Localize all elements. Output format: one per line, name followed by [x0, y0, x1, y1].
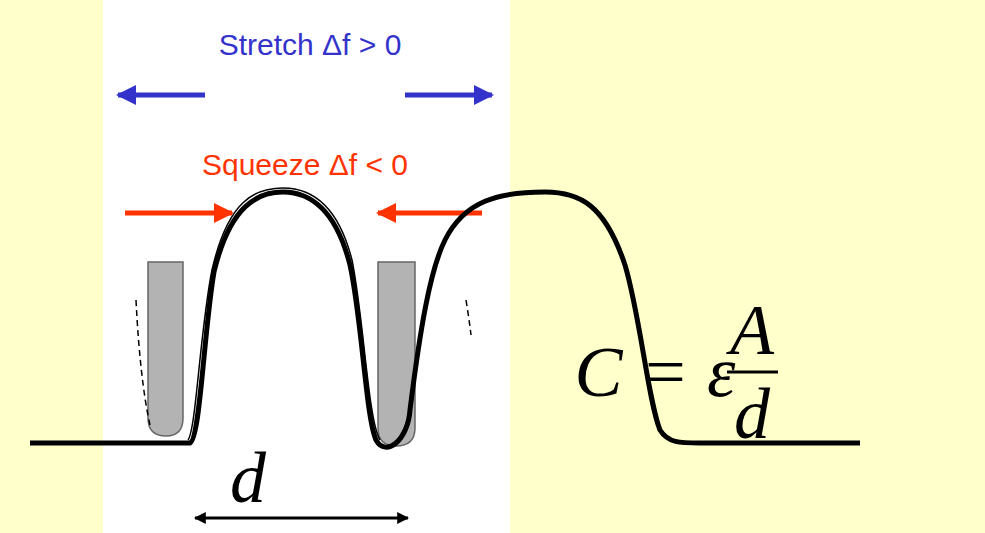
stretch-arrow	[405, 93, 492, 98]
formula-term: C = ε	[575, 336, 736, 408]
distance-arrow	[195, 517, 408, 520]
deflection-dashed	[136, 300, 150, 425]
white-panel	[103, 0, 510, 533]
distance-label: d	[230, 442, 266, 514]
formula-numerator: A	[730, 294, 774, 366]
stretch-arrow	[118, 93, 205, 98]
stretch-label: Stretch Δf > 0	[219, 30, 402, 60]
probe-tip	[148, 262, 183, 436]
thin-profile	[188, 188, 380, 440]
squeeze-label: Squeeze Δf < 0	[202, 150, 408, 180]
formula-denominator: d	[734, 378, 770, 450]
deflection-dashed	[466, 300, 471, 335]
squeeze-arrow	[125, 211, 232, 216]
